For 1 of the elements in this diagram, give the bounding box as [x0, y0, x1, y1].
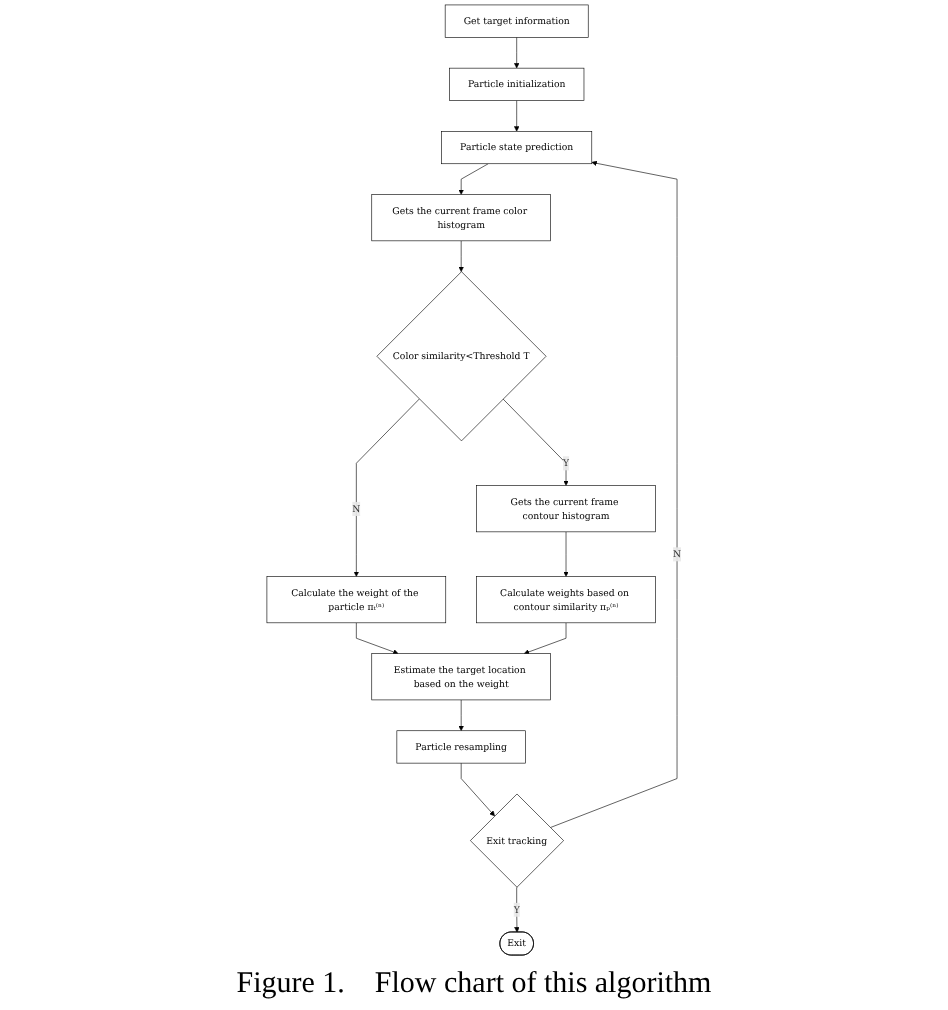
figure-caption: Figure 1. Flow chart of this algorithm — [236, 968, 712, 1002]
